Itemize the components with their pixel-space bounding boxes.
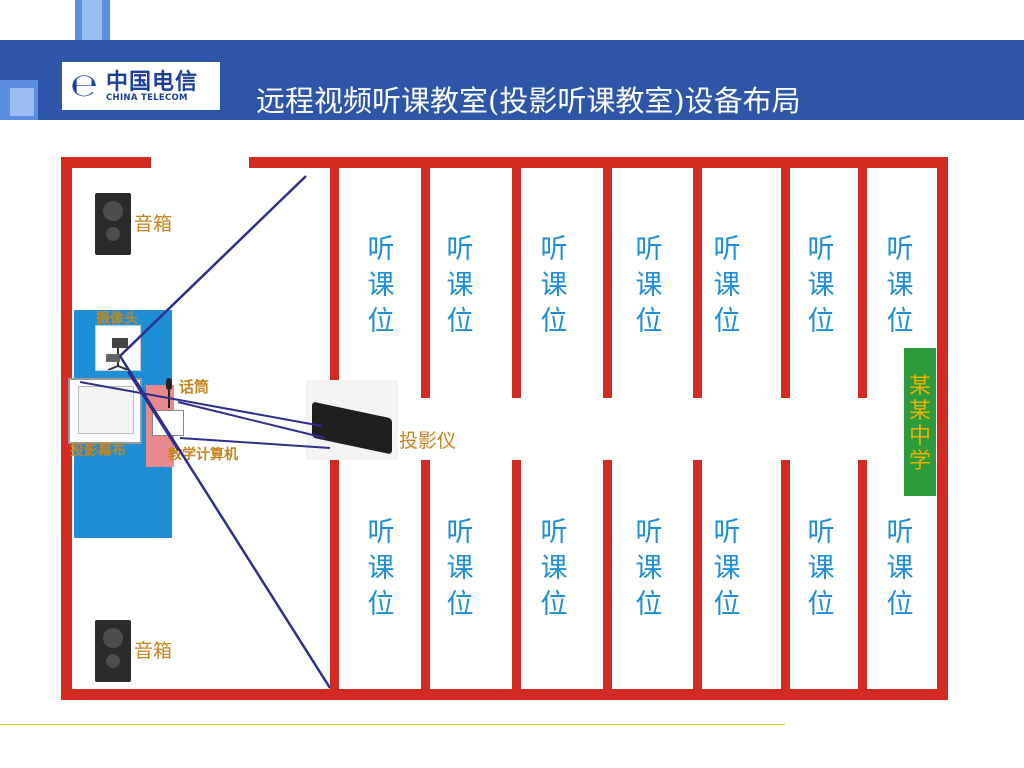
partition (603, 460, 612, 690)
seat-label: 听课位 (886, 234, 914, 337)
camera-icon (95, 325, 141, 371)
logo (62, 62, 220, 110)
camera-label: 摄像头 (96, 311, 138, 327)
china-telecom-logo-icon: ℮ (70, 66, 98, 104)
seat-label: 听课位 (540, 234, 568, 337)
partition (693, 460, 702, 690)
partition (858, 168, 867, 398)
speaker-label: 音箱 (134, 213, 173, 235)
projection-screen (68, 378, 142, 444)
seat-label: 听课位 (713, 517, 741, 620)
seat-label: 听课位 (886, 517, 914, 620)
wall (249, 157, 948, 168)
speaker-label: 音箱 (134, 640, 173, 662)
page-title: 远程视频听课教室(投影听课教室)设备布局 (256, 84, 801, 118)
wall (61, 157, 151, 168)
partition (693, 168, 702, 398)
wall (61, 157, 72, 700)
seat-label: 听课位 (540, 517, 568, 620)
partition (781, 460, 790, 690)
seat-label: 听课位 (446, 234, 474, 337)
logo-text-en: CHINA TELECOM (106, 93, 188, 103)
header-decoration (10, 88, 34, 116)
seat-label: 听课位 (807, 517, 835, 620)
partition (781, 168, 790, 398)
school-label: 某某中学 (908, 374, 931, 474)
seat-label: 听课位 (446, 517, 474, 620)
partition (330, 168, 339, 398)
wall (61, 689, 948, 700)
speaker-icon (95, 193, 131, 255)
partition (421, 168, 430, 398)
projector-label: 投影仪 (399, 430, 457, 452)
school-sign: 某某中学 (904, 348, 936, 496)
partition (330, 460, 339, 690)
logo-text-cn: 中国电信 (106, 69, 199, 95)
seat-label: 听课位 (713, 234, 741, 337)
footer-divider (0, 724, 785, 725)
mic-label: 话筒 (179, 378, 210, 396)
partition (858, 460, 867, 690)
seat-label: 听课位 (367, 517, 395, 620)
seat-label: 听课位 (367, 234, 395, 337)
seat-label: 听课位 (635, 517, 663, 620)
partition (512, 168, 521, 398)
partition (603, 168, 612, 398)
partition (421, 460, 430, 690)
screen-label: 投影幕布 (70, 443, 126, 459)
partition (512, 460, 521, 690)
header-decoration (82, 0, 102, 40)
speaker-icon (95, 620, 131, 682)
seat-label: 听课位 (635, 234, 663, 337)
seat-label: 听课位 (807, 234, 835, 337)
wall (937, 157, 948, 700)
